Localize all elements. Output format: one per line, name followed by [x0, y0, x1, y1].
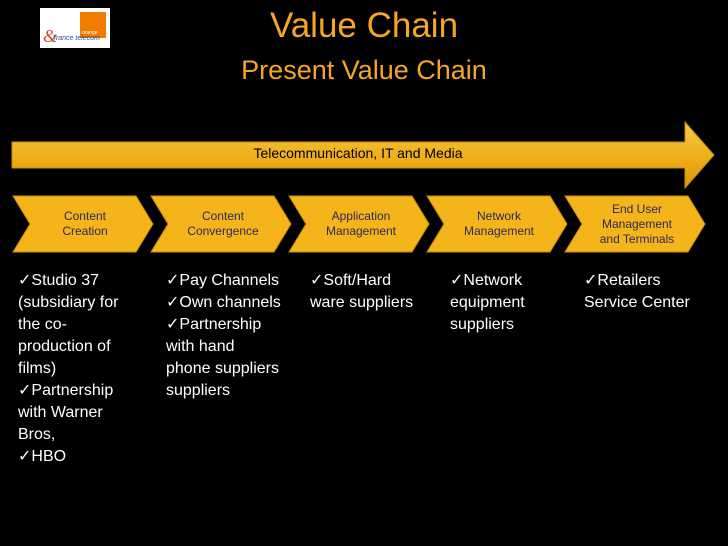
chevron-shape	[288, 195, 430, 253]
stage-items-column: ✓Studio 37 (subsidiary for the co- produ…	[18, 270, 118, 468]
ampersand-mark: &	[43, 26, 58, 46]
stage-item: ✓Own channels	[166, 294, 281, 311]
chevron-stage-5	[564, 195, 706, 253]
stage-items-column: ✓Soft/Hard ware suppliers	[310, 270, 413, 314]
chevron-stage-2	[150, 195, 292, 253]
stage-item: ✓Retailers Service Center	[584, 272, 690, 311]
stage-items-column: ✓Retailers Service Center	[584, 270, 690, 314]
stage-item: ✓Studio 37 (subsidiary for the co- produ…	[18, 272, 119, 377]
chevron-label: Content Creation	[62, 209, 108, 238]
stage-items-column: ✓Pay Channels ✓Own channels ✓Partnership w…	[166, 270, 281, 402]
stage-item: ✓Network equipment suppliers	[450, 272, 525, 333]
chevron-stage-1	[12, 195, 154, 253]
chevron-label: Network Management	[463, 209, 535, 238]
stage-item: ✓Soft/Hard ware suppliers	[310, 272, 414, 311]
page-title: Value Chain	[269, 6, 459, 45]
chevron-shape	[12, 195, 154, 253]
chevron-shape	[426, 195, 568, 253]
stage-item: ✓Partnership with hand phone suppliers s…	[166, 316, 279, 399]
france-telecom-wordmark: france telecom	[54, 35, 100, 42]
france-telecom-logo: orange & france telecom	[40, 8, 110, 48]
industry-arrow	[11, 120, 715, 190]
stage-item: ✓Partnership with Warner Bros,	[18, 382, 114, 443]
orange-logo-square: orange	[80, 12, 106, 38]
stage-item: ✓Pay Channels	[166, 272, 280, 289]
stage-item: ✓HBO	[18, 448, 67, 465]
chevron-shape	[150, 195, 292, 253]
chevron-stage-4	[426, 195, 568, 253]
chevron-shape	[564, 195, 706, 253]
chevron-stage-3	[288, 195, 430, 253]
orange-logo-text: orange	[82, 30, 98, 36]
industry-arrow-shape	[11, 120, 715, 190]
chevron-label: Content Convergence	[187, 209, 259, 238]
industry-arrow-label: Telecommunication, IT and Media	[253, 145, 463, 161]
chevron-label: End User Management and Terminals	[599, 201, 675, 246]
page-subtitle: Present Value Chain	[241, 55, 487, 85]
stage-items-column: ✓Network equipment suppliers	[450, 270, 525, 336]
chevron-label: Application Management	[325, 209, 397, 238]
